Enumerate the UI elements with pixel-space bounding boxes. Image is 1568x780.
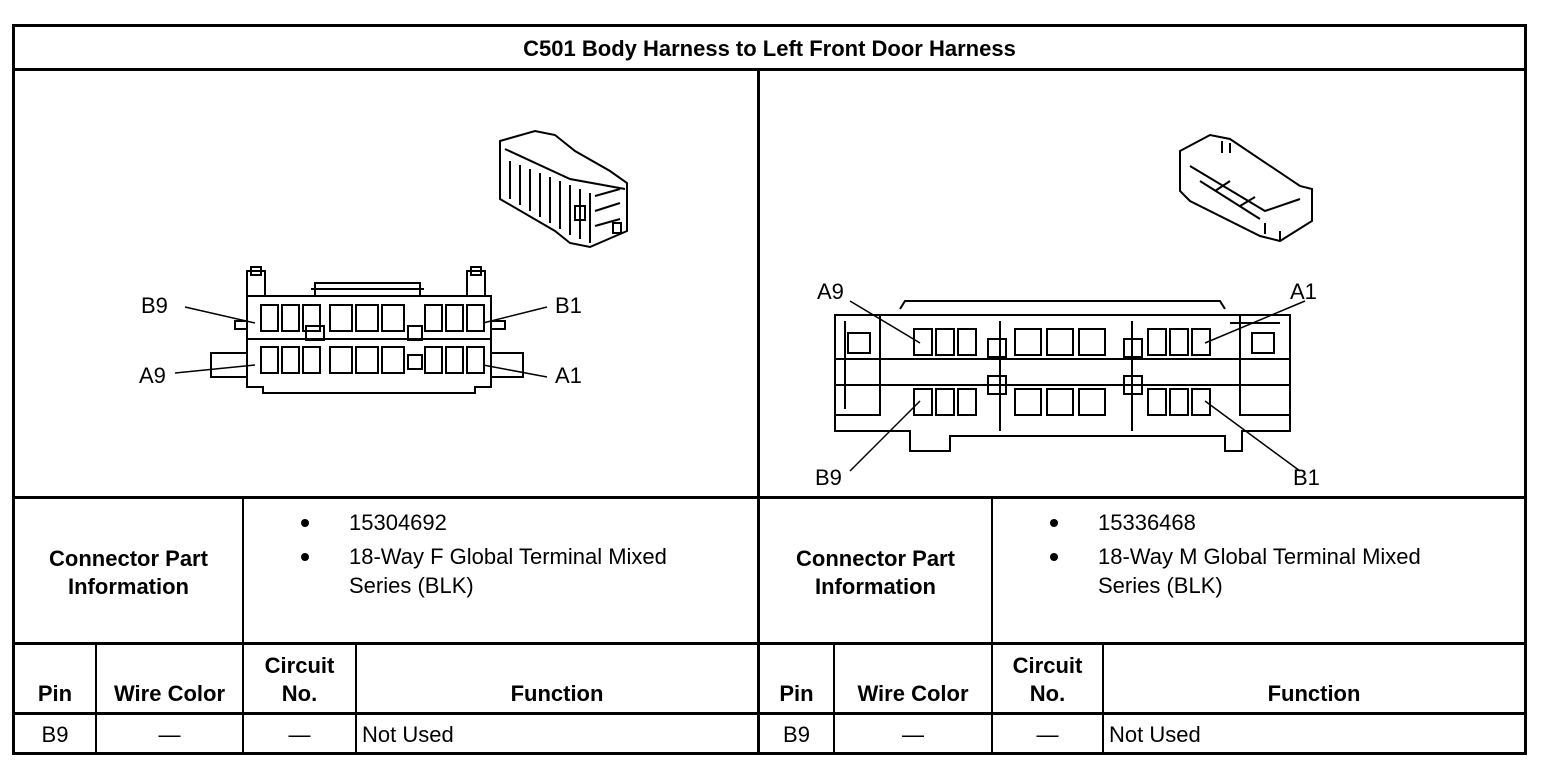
right-col-divider-2 — [991, 642, 993, 755]
right-description-1: 18-Way M Global Terminal Mixed — [1098, 544, 1421, 569]
table-row-circuit: — — [1036, 722, 1059, 747]
table-row-wire-color: — — [158, 722, 181, 747]
table-row-function: Not Used — [1109, 722, 1201, 747]
bullet-icon — [301, 519, 309, 527]
header-divider — [15, 712, 1524, 715]
left-header-pin: Pin — [37, 681, 73, 706]
left-col-divider-3 — [355, 642, 357, 755]
label-b1-right: B1 — [1293, 465, 1320, 490]
right-description-2: Series (BLK) — [1098, 573, 1223, 598]
diagram-divider — [15, 496, 1524, 499]
connector-sheet: C501 Body Harness to Left Front Door Har… — [12, 24, 1527, 755]
right-connector-3d-icon — [1179, 133, 1313, 243]
label-a9-right: A9 — [817, 279, 844, 304]
right-header-pin: Pin — [779, 681, 814, 706]
right-connector-face — [834, 300, 1291, 452]
table-row-pin: B9 — [783, 722, 810, 747]
left-connector-label-1: Connector Part — [49, 546, 208, 571]
label-a9-left: A9 — [139, 363, 166, 388]
right-header-circuit-2: No. — [1029, 681, 1066, 706]
left-connector-diagram: B9 B1 A9 A1 — [139, 129, 628, 394]
right-connector-label-1: Connector Part — [796, 546, 955, 571]
right-col-divider-1 — [833, 642, 835, 755]
left-connector-label-2: Information — [68, 574, 189, 599]
right-header-wire-color: Wire Color — [857, 681, 969, 706]
left-connector-3d-icon — [499, 129, 628, 249]
left-leader-lines — [174, 306, 548, 378]
left-connector-face — [210, 266, 524, 394]
left-description-2: Series (BLK) — [349, 573, 474, 598]
right-leader-lines — [849, 300, 1306, 472]
left-header-circuit-2: No. — [281, 681, 318, 706]
info-divider — [15, 642, 1524, 645]
left-header-circuit-1: Circuit — [264, 653, 335, 678]
bullet-icon — [1050, 553, 1058, 561]
table-row-circuit: — — [288, 722, 311, 747]
left-info-divider — [242, 496, 244, 645]
label-b9-left: B9 — [141, 293, 168, 318]
right-info-divider — [991, 496, 993, 645]
page-title: C501 Body Harness to Left Front Door Har… — [523, 36, 1016, 61]
bullet-icon — [301, 553, 309, 561]
center-divider — [757, 68, 760, 755]
left-part-number: 15304692 — [349, 510, 447, 535]
table-row-wire-color: — — [902, 722, 924, 747]
label-b9-right: B9 — [815, 465, 842, 490]
title-divider — [15, 68, 1524, 71]
left-col-divider-1 — [95, 642, 97, 755]
right-part-number: 15336468 — [1098, 510, 1196, 535]
left-header-wire-color: Wire Color — [113, 681, 226, 706]
right-col-divider-3 — [1102, 642, 1104, 755]
label-b1-left: B1 — [555, 293, 582, 318]
right-header-function: Function — [1267, 681, 1361, 706]
table-row-pin: B9 — [41, 722, 69, 747]
label-a1-left: A1 — [555, 363, 582, 388]
table-row-function: Not Used — [362, 722, 454, 747]
right-connector-diagram: A9 A1 B9 B1 — [815, 133, 1320, 490]
right-connector-label-2: Information — [815, 574, 936, 599]
label-a1-right: A1 — [1290, 279, 1317, 304]
left-description-1: 18-Way F Global Terminal Mixed — [349, 544, 667, 569]
left-col-divider-2 — [242, 642, 244, 755]
left-header-function: Function — [510, 681, 604, 706]
right-header-circuit-1: Circuit — [1012, 653, 1083, 678]
bullet-icon — [1050, 519, 1058, 527]
